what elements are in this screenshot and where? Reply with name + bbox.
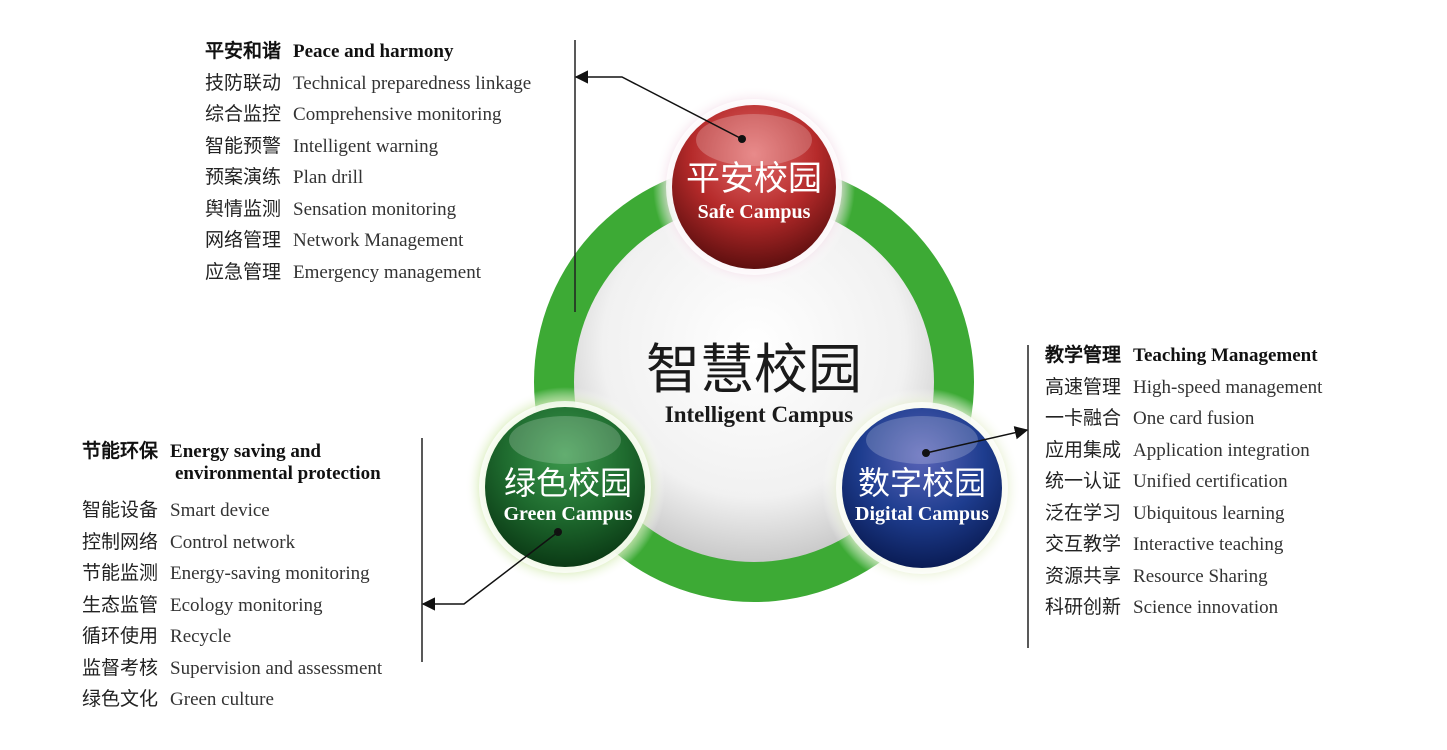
item-en: Supervision and assessment (170, 657, 383, 679)
digital-campus-list: 教学管理 Teaching Management 高速管理 High-speed … (1045, 340, 1322, 624)
green-heading-cn: 节能环保 (82, 440, 159, 462)
digital-connector-arrow (925, 426, 1029, 454)
item-en: Interactive teaching (1133, 534, 1284, 555)
list-item: 智能预警 Intelligent warning (205, 131, 531, 163)
item-en: Energy-saving monitoring (170, 563, 370, 584)
item-en: Science innovation (1133, 597, 1279, 618)
item-en: Technical preparedness linkage (293, 72, 532, 94)
list-item: 应急管理 Emergency management (205, 257, 531, 289)
item-en: Smart device (170, 500, 270, 521)
list-item: 监督考核 Supervision and assessment (82, 653, 382, 685)
item-en: Sensation monitoring (293, 198, 457, 220)
item-en: One card fusion (1133, 408, 1255, 429)
item-en: Recycle (170, 626, 232, 647)
list-item: 一卡融合 One card fusion (1045, 403, 1322, 435)
green-heading-en2: environmental protection (175, 463, 381, 484)
item-cn: 高速管理 (1045, 375, 1122, 398)
green-campus-list: 节能环保 Energy saving and environmental pro… (82, 436, 382, 716)
list-item: 绿色文化 Green culture (82, 684, 382, 716)
safe-connector-arrow (574, 70, 743, 140)
item-en: Intelligent warning (293, 135, 439, 157)
item-cn: 应用集成 (1045, 438, 1122, 461)
green-campus-gloss (509, 416, 621, 464)
list-item: 网络管理 Network Management (205, 225, 531, 257)
green-campus-circle (485, 407, 645, 567)
item-cn: 科研创新 (1045, 596, 1122, 618)
item-cn: 应急管理 (205, 260, 282, 283)
item-en: Unified certification (1133, 471, 1288, 492)
list-item: 统一认证 Unified certification (1045, 466, 1322, 498)
item-en: Comprehensive monitoring (293, 104, 502, 125)
green-connector-arrow (421, 531, 559, 611)
digital-heading-en: Teaching Management (1133, 345, 1318, 366)
list-item: 交互教学 Interactive teaching (1045, 529, 1322, 561)
safe-campus-gloss (696, 114, 812, 166)
item-cn: 生态监管 (82, 593, 159, 616)
item-cn: 资源共享 (1045, 564, 1122, 587)
item-cn: 泛在学习 (1045, 501, 1122, 524)
list-item: 综合监控 Comprehensive monitoring (205, 99, 531, 131)
item-en: Application integration (1133, 439, 1310, 461)
item-cn: 技防联动 (205, 71, 282, 94)
list-item: 应用集成 Application integration (1045, 435, 1322, 467)
item-cn: 控制网络 (82, 530, 159, 553)
list-item: 技防联动 Technical preparedness linkage (205, 68, 531, 100)
digital-heading-cn: 教学管理 (1045, 344, 1122, 366)
list-item: 舆情监测 Sensation monitoring (205, 194, 531, 226)
safe-heading-en: Peace and harmony (293, 41, 454, 62)
item-cn: 循环使用 (82, 625, 159, 647)
list-item: 高速管理 High-speed management (1045, 372, 1322, 404)
green-list-heading: 节能环保 Energy saving and (82, 436, 382, 463)
list-item: 预案演练 Plan drill (205, 162, 531, 194)
safe-heading-cn: 平安和谐 (205, 40, 282, 62)
safe-campus-circle (672, 105, 836, 269)
green-list-heading-cont: environmental protection (82, 463, 382, 495)
item-cn: 交互教学 (1045, 533, 1122, 555)
item-cn: 预案演练 (205, 166, 282, 188)
item-cn: 节能监测 (82, 562, 159, 584)
list-item: 智能设备 Smart device (82, 495, 382, 527)
green-heading-en: Energy saving and (170, 441, 321, 462)
list-item: 控制网络 Control network (82, 527, 382, 559)
item-en: High-speed management (1133, 376, 1323, 398)
safe-list-heading: 平安和谐 Peace and harmony (205, 36, 531, 68)
item-cn: 绿色文化 (82, 688, 159, 710)
safe-campus-list: 平安和谐 Peace and harmony 技防联动 Technical pre… (205, 36, 531, 288)
item-en: Plan drill (293, 167, 364, 188)
item-cn: 监督考核 (82, 656, 159, 679)
item-en: Network Management (293, 230, 464, 251)
list-item: 循环使用 Recycle (82, 621, 382, 653)
list-item: 生态监管 Ecology monitoring (82, 590, 382, 622)
item-en: Control network (170, 531, 296, 553)
item-cn: 智能设备 (82, 499, 159, 521)
item-en: Ubiquitous learning (1133, 502, 1285, 524)
digital-list-heading: 教学管理 Teaching Management (1045, 340, 1322, 372)
item-cn: 智能预警 (205, 134, 282, 157)
digital-campus-gloss (866, 416, 978, 464)
item-en: Green culture (170, 689, 274, 710)
digital-campus-circle (842, 408, 1002, 568)
item-en: Ecology monitoring (170, 594, 323, 616)
list-item: 节能监测 Energy-saving monitoring (82, 558, 382, 590)
item-cn: 舆情监测 (205, 197, 282, 220)
item-cn: 一卡融合 (1045, 407, 1122, 429)
item-cn: 统一认证 (1045, 470, 1122, 492)
item-cn: 综合监控 (205, 103, 282, 125)
item-en: Emergency management (293, 261, 482, 283)
item-en: Resource Sharing (1133, 565, 1268, 587)
item-cn: 网络管理 (205, 229, 282, 251)
list-item: 资源共享 Resource Sharing (1045, 561, 1322, 593)
list-item: 泛在学习 Ubiquitous learning (1045, 498, 1322, 530)
list-item: 科研创新 Science innovation (1045, 592, 1322, 624)
